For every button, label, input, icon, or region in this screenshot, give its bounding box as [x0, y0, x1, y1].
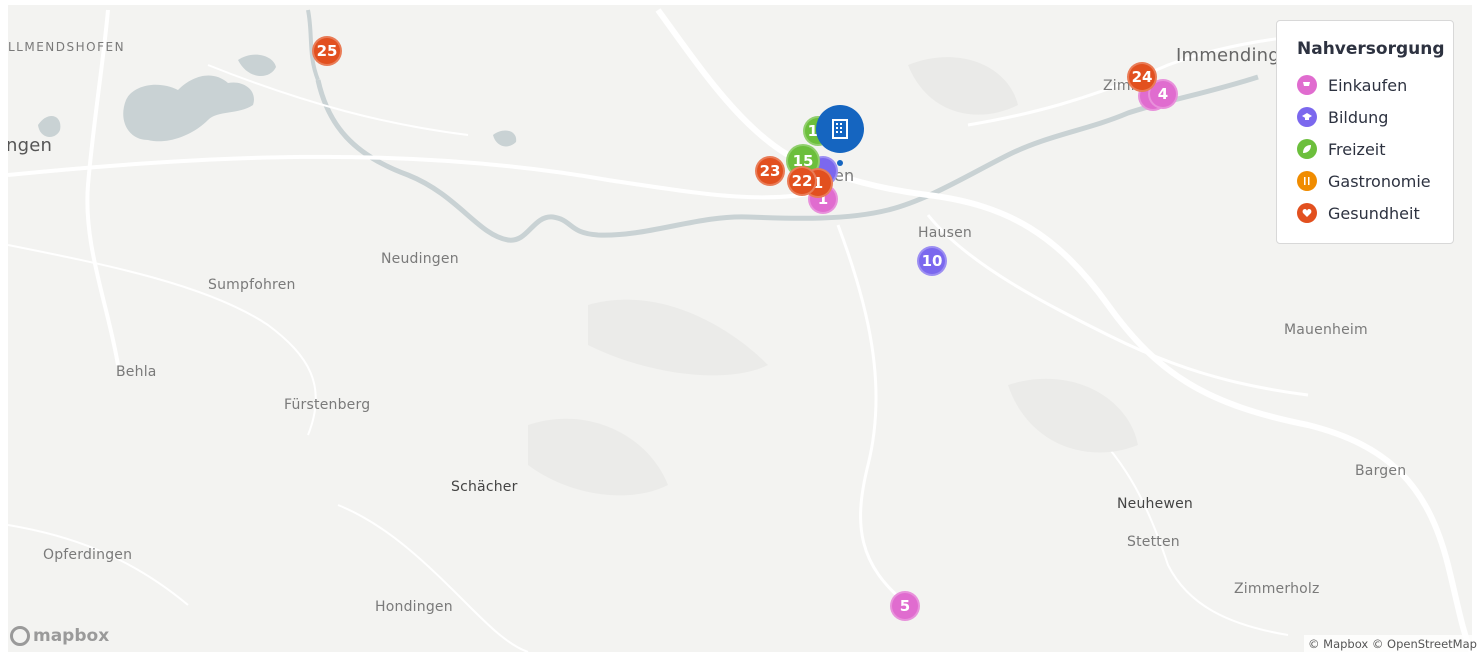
place-label: Mauenheim [1284, 322, 1368, 338]
cart-icon [1297, 75, 1317, 95]
legend-title: Nahversorgung [1297, 39, 1445, 59]
leaf-icon [1297, 139, 1317, 159]
map-marker[interactable]: 24 [1127, 62, 1157, 92]
place-label: LLMENDSHOFEN [8, 40, 126, 54]
map-marker[interactable]: 25 [312, 36, 342, 66]
legend-item-einkaufen[interactable]: Einkaufen [1297, 69, 1433, 101]
place-label: Immending [1176, 45, 1280, 66]
place-label: Sumpfohren [208, 277, 296, 293]
place-label: Neuhewen [1117, 496, 1193, 512]
place-label: Stetten [1127, 534, 1180, 550]
legend-item-freizeit[interactable]: Freizeit [1297, 133, 1433, 165]
legend-label: Freizeit [1328, 139, 1386, 159]
property-pin-tip [837, 160, 843, 166]
legend-panel: Nahversorgung Einkaufen Bildung Freizeit… [1276, 20, 1454, 244]
mapbox-logo[interactable]: mapbox [10, 626, 109, 646]
place-label: Opferdingen [43, 547, 133, 563]
place-label: en [834, 166, 855, 185]
legend-item-gesundheit[interactable]: Gesundheit [1297, 197, 1433, 229]
map-basemap [8, 8, 1472, 652]
map-marker[interactable]: 10 [917, 246, 947, 276]
map-marker[interactable]: 23 [755, 156, 785, 186]
property-pin[interactable] [816, 105, 864, 153]
place-label: Zimmerholz [1234, 581, 1320, 597]
map-marker[interactable]: 22 [787, 166, 817, 196]
place-label: Fürstenberg [284, 397, 371, 413]
graduation-cap-icon [1297, 107, 1317, 127]
place-label: ngen [8, 135, 53, 156]
mapbox-logo-text: mapbox [33, 626, 110, 646]
legend-item-gastronomie[interactable]: Gastronomie [1297, 165, 1433, 197]
place-label: Schächer [451, 479, 518, 495]
legend-item-bildung[interactable]: Bildung [1297, 101, 1433, 133]
building-icon [832, 119, 848, 139]
place-label: Bargen [1355, 463, 1407, 479]
place-label: Neudingen [381, 251, 459, 267]
legend-label: Bildung [1328, 107, 1389, 127]
place-label: Behla [116, 364, 157, 380]
legend-label: Einkaufen [1328, 75, 1408, 95]
place-label: Hausen [918, 225, 972, 241]
legend-label: Gesundheit [1328, 203, 1420, 223]
map-canvas[interactable]: LLMENDSHOFEN ngen Immending Zimmer en Ha… [8, 5, 1472, 652]
legend-label: Gastronomie [1328, 171, 1431, 191]
heart-icon [1297, 203, 1317, 223]
cutlery-icon [1297, 171, 1317, 191]
place-label: Hondingen [375, 599, 453, 615]
map-attribution[interactable]: © Mapbox © OpenStreetMap [1304, 635, 1480, 653]
map-marker[interactable]: 5 [890, 591, 920, 621]
mapbox-logo-icon [10, 626, 30, 646]
